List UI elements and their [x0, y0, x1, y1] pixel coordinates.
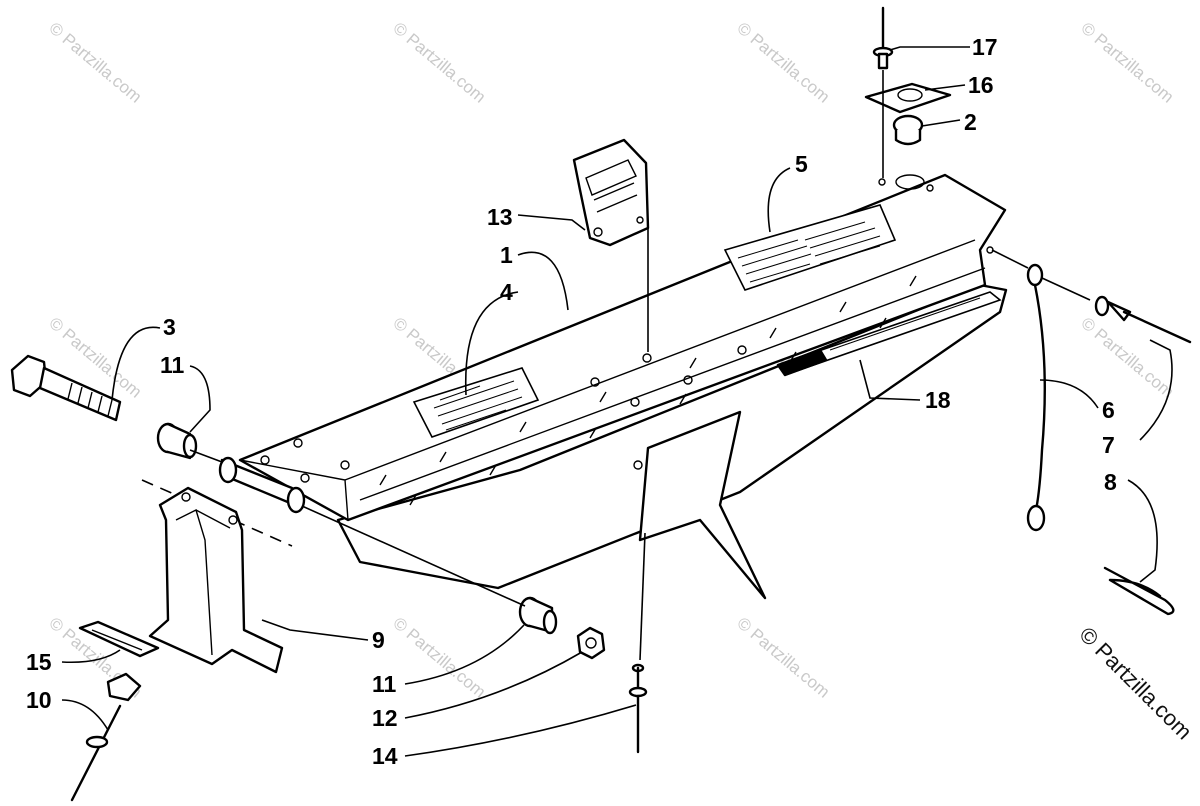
- callout-16: 16: [968, 72, 994, 98]
- part-12-nut: [576, 626, 606, 660]
- callout-10: 10: [26, 687, 52, 713]
- part-3-bolt: [10, 354, 122, 422]
- watermark: © Partzilla.com: [45, 19, 145, 107]
- callout-8: 8: [1104, 469, 1117, 495]
- callout-6: 6: [1102, 397, 1115, 423]
- axis-line: [991, 249, 1029, 269]
- callout-9: 9: [372, 627, 385, 653]
- part-8-hairpin: [1103, 566, 1175, 616]
- part-11-spacer-top: [156, 422, 198, 460]
- callout-5: 5: [795, 151, 808, 177]
- callout-1: 1: [500, 242, 513, 268]
- callout-14: 14: [372, 743, 398, 769]
- watermark: © Partzilla.com: [389, 614, 489, 702]
- part-16-plate: [864, 82, 952, 114]
- part-15-plate: [78, 620, 160, 658]
- copyright-text: © Partzilla.com: [1074, 622, 1197, 745]
- axis-line: [1041, 277, 1091, 301]
- part-2-grommet: [892, 114, 924, 146]
- watermark: © Partzilla.com: [733, 614, 833, 702]
- part-17-rivet: [872, 6, 894, 70]
- callout-13: 13: [487, 204, 513, 230]
- callouts: 17 16 2 5 13 1 4 3 11 18 6 7 8 9 15 10 1…: [26, 34, 1117, 769]
- axle-tube: [218, 456, 306, 514]
- axis-line: [189, 449, 223, 463]
- part-13-clip: [572, 138, 650, 247]
- part-10-rivet: [70, 672, 142, 802]
- part-7-pin: [1094, 295, 1192, 344]
- callout-4: 4: [500, 279, 513, 305]
- callout-11: 11: [160, 352, 185, 378]
- callout-17: 17: [972, 34, 998, 60]
- callout-3: 3: [163, 314, 176, 340]
- watermark: © Partzilla.com: [1077, 314, 1177, 402]
- watermark: © Partzilla.com: [1077, 19, 1177, 107]
- part-9-bracket: [148, 486, 284, 674]
- part-6-tether: [1026, 263, 1046, 532]
- callout-18: 18: [925, 387, 951, 413]
- callout-11: 11: [372, 671, 397, 697]
- watermark: © Partzilla.com: [733, 19, 833, 107]
- axis-line: [639, 532, 646, 661]
- axis-line: [301, 505, 526, 607]
- rail-assembly: [238, 173, 1008, 600]
- part-14-rivet: [628, 663, 648, 754]
- callout-12: 12: [372, 705, 398, 731]
- watermark: © Partzilla.com: [389, 19, 489, 107]
- callout-7: 7: [1102, 432, 1115, 458]
- callout-15: 15: [26, 649, 52, 675]
- leaders: [61, 46, 1173, 757]
- part-11-spacer-bottom: [518, 596, 558, 635]
- callout-2: 2: [964, 109, 977, 135]
